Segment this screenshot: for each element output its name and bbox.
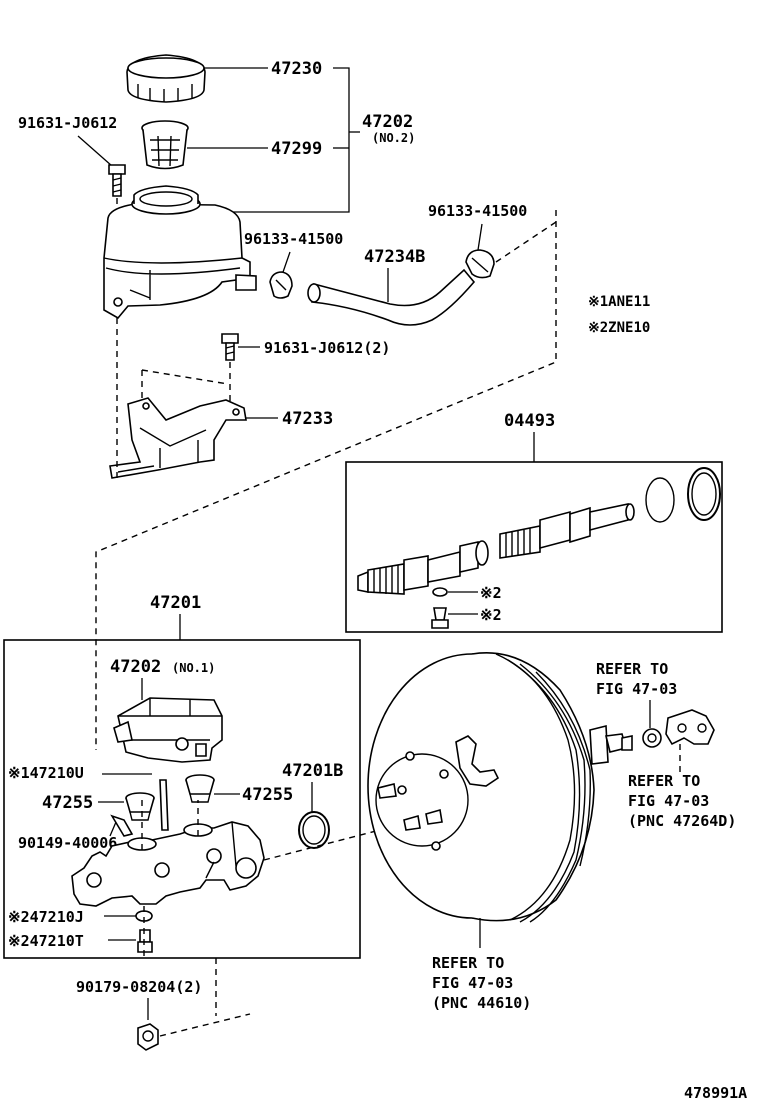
nut-90179 xyxy=(137,1023,159,1051)
label-47255-left: 47255 xyxy=(42,793,93,813)
refer1-line1: REFER TO xyxy=(596,660,668,678)
note-2zne10: ※2ZNE10 xyxy=(588,320,650,336)
label-47202-no2: (NO.2) xyxy=(372,131,415,145)
bleeder-screw xyxy=(110,814,134,837)
label-90149: 90149-40006 xyxy=(18,834,117,852)
label-47202-no1-sub: (NO.1) xyxy=(172,661,215,675)
label-247210j: ※247210J xyxy=(8,908,84,926)
reservoir-no1 xyxy=(113,697,223,763)
screw-top-left xyxy=(108,164,126,197)
label-91631-2: 91631-J0612(2) xyxy=(264,339,390,357)
label-96133-right: 96133-41500 xyxy=(428,202,527,220)
refer3-line3: (PNC 44610) xyxy=(432,994,531,1012)
oring-47201b xyxy=(298,811,330,849)
label-47202-no1: 47202 xyxy=(110,657,161,677)
label-47230: 47230 xyxy=(271,59,322,79)
repair-kit-box xyxy=(345,461,723,633)
label-47201b: 47201B xyxy=(282,761,343,781)
booster-nut xyxy=(642,728,662,748)
label-247210t: ※247210T xyxy=(8,932,84,950)
note-1ane11: ※1ANE11 xyxy=(588,294,650,310)
hose-clip-left xyxy=(269,271,293,299)
label-04493: 04493 xyxy=(504,411,555,431)
refer1-line2: FIG 47-03 xyxy=(596,680,677,698)
grommet-left xyxy=(125,792,155,821)
refer3-line2: FIG 47-03 xyxy=(432,974,513,992)
master-cylinder-box xyxy=(3,639,361,959)
valve-247210t xyxy=(137,929,153,953)
repair-kit-parts xyxy=(357,467,721,629)
label-kit-mark2: ※2 xyxy=(480,606,502,624)
reservoir-hose xyxy=(307,268,476,326)
label-47299: 47299 xyxy=(271,139,322,159)
label-47233: 47233 xyxy=(282,409,333,429)
hose-clip-right xyxy=(465,249,495,279)
reservoir-cap xyxy=(126,54,206,103)
grommet-right xyxy=(185,774,215,803)
refer2-line1: REFER TO xyxy=(628,772,700,790)
label-91631-top: 91631-J0612 xyxy=(18,114,117,132)
reservoir-tank xyxy=(103,185,257,320)
refer2-line2: FIG 47-03 xyxy=(628,792,709,810)
booster-clevis-bracket xyxy=(665,709,715,746)
brake-booster xyxy=(367,652,633,923)
screw-bracket xyxy=(221,333,239,361)
label-147210u: ※147210U xyxy=(8,764,84,782)
label-90179: 90179-08204(2) xyxy=(76,978,202,996)
reservoir-strainer xyxy=(141,120,189,170)
figure-id: 478991A xyxy=(684,1084,747,1102)
label-47255-right: 47255 xyxy=(242,785,293,805)
retaining-pin xyxy=(159,779,169,831)
label-47202: 47202 xyxy=(362,112,413,132)
label-47234b: 47234B xyxy=(364,247,425,267)
label-47201: 47201 xyxy=(150,593,201,613)
reservoir-bracket xyxy=(109,397,247,479)
refer3-line1: REFER TO xyxy=(432,954,504,972)
label-kit-mark1: ※2 xyxy=(480,584,502,602)
label-96133-left: 96133-41500 xyxy=(244,230,343,248)
refer2-line3: (PNC 47264D) xyxy=(628,812,736,830)
